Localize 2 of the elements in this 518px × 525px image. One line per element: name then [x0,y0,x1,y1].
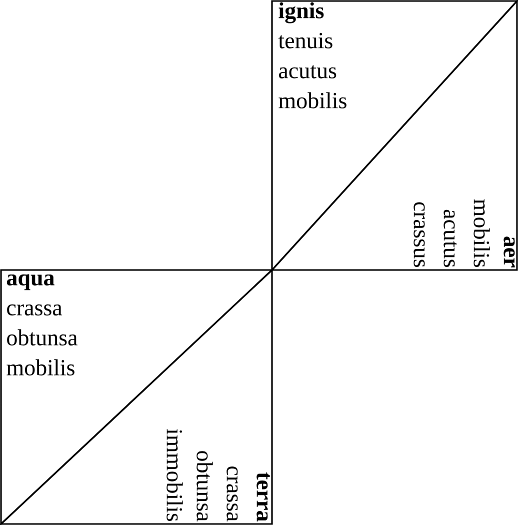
triangle-region: aer mobilis acutus crassus [414,199,515,268]
triangle-region: terra crassa obtunsa immobilis [166,429,270,522]
